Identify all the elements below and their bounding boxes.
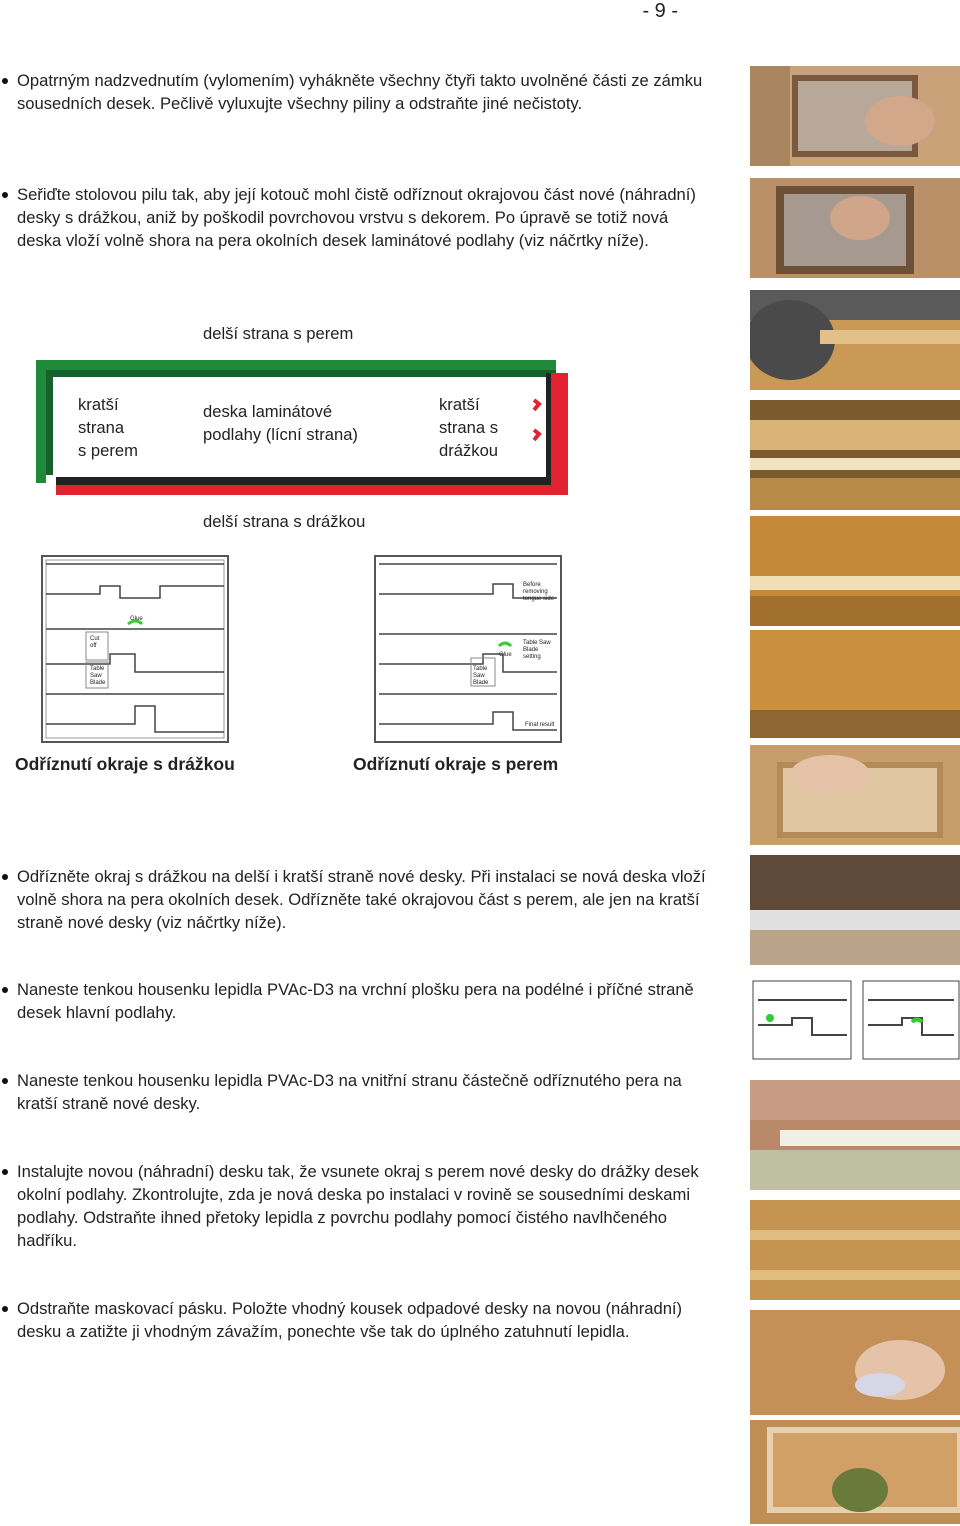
instruction-paragraph: Odřízněte okraj s drážkou na delší i kra… [0,865,712,934]
right-edge-label: kratší strana s drážkou [439,395,499,460]
photo-inserting-board [750,1080,960,1190]
instruction-paragraph: Naneste tenkou housenku lepidla PVAc-D3 … [0,1069,712,1115]
instruction-paragraph: Odstraňte maskovací pásku. Položte vhodn… [0,1297,690,1343]
instruction-paragraph: Instalujte novou (náhradní) desku tak, ž… [0,1160,712,1252]
photo-applying-glue [750,745,960,845]
photo-board-in-place [750,855,960,965]
instruction-paragraph: Seřiďte stolovou pilu tak, aby její koto… [0,183,712,252]
left-edge-label: kratší strana s perem [78,395,138,460]
final-result-label: Final result [525,722,555,728]
photo-saw-cutting [750,290,960,390]
bullet-icon [2,78,8,84]
photo-checking-level [750,1200,960,1300]
bullet-icon [2,987,8,993]
bullet-icon [2,874,8,880]
photo-new-board [750,630,960,738]
instruction-paragraph: Naneste tenkou housenku lepidla PVAc-D3 … [0,978,720,1024]
board-face-label: deska laminátové podlahy (lícní strana) [203,402,358,444]
photo-wiping-glue [750,1310,960,1415]
board-bottom-label: delší strana s drážkou [203,512,366,531]
glue-label: Glue [499,652,512,658]
groove-cut-heading: Odříznutí okraje s drážkou [15,754,235,774]
photo-weight-on-board [750,1420,960,1524]
glue-label: Glue [130,616,143,622]
photo-board-edge-tongue [750,516,960,626]
board-edge-diagram [36,360,568,495]
photo-board-edge-groove [750,400,960,510]
photo-vacuuming [750,178,960,278]
tongue-cut-heading: Odříznutí okraje s perem [353,754,559,774]
glue-sketch-1 [752,980,852,1060]
bullet-icon [2,192,8,198]
glue-sketch-2 [862,980,960,1060]
bullet-icon [2,1306,8,1312]
photo-lifting-pieces [750,66,960,166]
bullet-icon [2,1078,8,1084]
instruction-paragraph: Opatrným nadzvednutím (vylomením) vyhákn… [0,69,720,115]
bullet-icon [2,1169,8,1175]
page-number: - 9 - [642,0,678,22]
board-top-label: delší strana s perem [203,324,354,343]
